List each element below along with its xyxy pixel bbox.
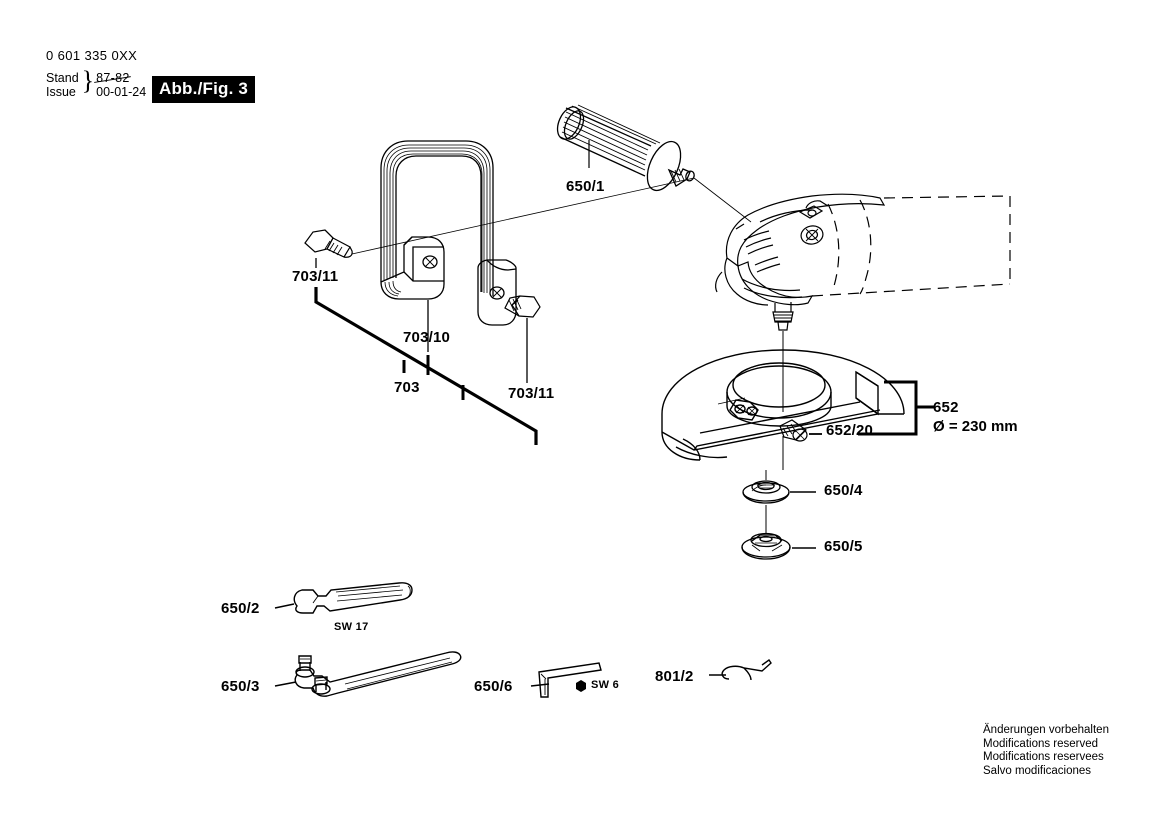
clamping-nut — [741, 532, 791, 560]
superseded-date: 87-82 — [96, 71, 130, 85]
modifications-disclaimer: Änderungen vorbehalten Modifications res… — [983, 724, 1109, 778]
issue-label: Issue — [46, 84, 76, 99]
callout-703: 703 — [394, 379, 420, 396]
assembly-bracket-703 — [314, 287, 538, 445]
machine-body-illustration — [715, 193, 1011, 331]
current-date: 00-01-24 — [96, 84, 147, 99]
wrench-size-sw17: SW 17 — [334, 621, 369, 633]
issue-dates: 87-82 00-01-24 — [96, 71, 147, 99]
callout-703-10: 703/10 — [403, 329, 451, 346]
stand-label: Stand — [46, 71, 79, 85]
callout-652: 652 — [933, 399, 959, 416]
issue-block: Stand Issue } 87-82 00-01-24 — [46, 68, 147, 99]
callout-703-11-right: 703/11 — [508, 385, 555, 402]
document-header: 0 601 335 0XX Stand Issue } 87-82 00-01-… — [46, 48, 146, 99]
callout-703-11-left: 703/11 — [292, 268, 339, 285]
disclaimer-line-en: Modifications reserved — [983, 737, 1099, 750]
figure-badge: Abb./Fig. 3 — [152, 76, 256, 103]
issue-labels: Stand Issue — [46, 71, 79, 99]
wheel-guard — [661, 349, 905, 461]
callout-652-20: 652/20 — [826, 422, 874, 439]
hex-key-size-sw6: SW 6 — [591, 679, 620, 691]
flange-leaders — [790, 491, 816, 549]
callout-650-5: 650/5 — [824, 538, 863, 555]
bracket-screw-left — [304, 229, 353, 258]
bracket-screw-right — [504, 295, 541, 318]
side-handle-part — [556, 104, 695, 192]
part-number: 0 601 335 0XX — [46, 48, 138, 63]
callout-650-3: 650/3 — [221, 678, 260, 695]
callout-801-2: 801/2 — [655, 668, 694, 685]
bracket-leaders — [315, 258, 528, 383]
backing-flange — [742, 480, 790, 504]
issue-brace: } — [81, 66, 95, 95]
callout-650-4: 650/4 — [824, 482, 863, 499]
bow-handle-bracket — [380, 140, 517, 326]
callout-652-diameter: Ø = 230 mm — [933, 418, 1018, 435]
callout-650-2: 650/2 — [221, 600, 260, 617]
superseded-date-row: 87-82 — [96, 71, 146, 86]
hex-key — [538, 662, 602, 698]
tool-leaders — [274, 603, 726, 687]
callout-650-6: 650/6 — [474, 678, 513, 695]
assembly-line-handle — [351, 177, 752, 255]
guard-group-bracket — [858, 380, 934, 436]
disclaimer-line-de: Änderungen vorbehalten — [983, 724, 1109, 736]
hex-symbol-icon — [576, 680, 586, 692]
disclaimer-line-es: Salvo modificaciones — [983, 764, 1092, 777]
assembly-bracket-703-ticks — [402, 355, 465, 400]
callout-650-1: 650/1 — [566, 178, 605, 195]
disclaimer-line-fr: Modifications reservees — [983, 751, 1104, 764]
pin-spanner — [294, 651, 462, 697]
guard-screw — [779, 419, 808, 442]
open-end-wrench — [293, 582, 413, 614]
retaining-clip — [721, 659, 772, 681]
